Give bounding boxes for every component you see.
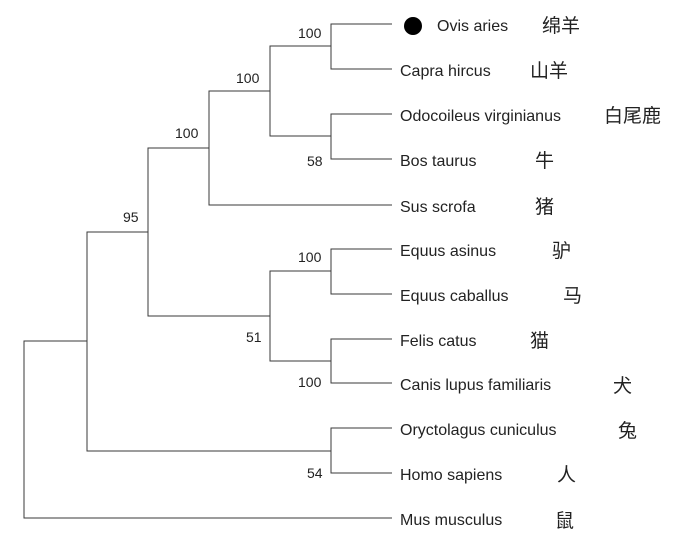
taxon-label-capra: Capra hircus — [400, 63, 491, 80]
taxon-label-caballus: Equus caballus — [400, 288, 509, 305]
taxon-chinese-ovis: 绵羊 — [542, 15, 580, 37]
branch-ruminant-inner — [269, 45, 331, 137]
taxon-chinese-sus: 猪 — [535, 196, 554, 218]
taxon-label-canis: Canis lupus familiaris — [400, 377, 551, 394]
branch-equus — [330, 248, 392, 295]
branch-ovis-capra — [330, 23, 392, 70]
taxon-label-ovis: Ovis aries — [437, 18, 508, 35]
taxon-chinese-asinus: 驴 — [552, 240, 571, 262]
taxon-label-mus: Mus musculus — [400, 512, 502, 529]
support-ovis-capra: 100 — [298, 25, 322, 41]
taxon-chinese-capra: 山羊 — [530, 60, 568, 82]
taxon-label-odocoileus: Odocoileus virginianus — [400, 108, 561, 125]
support-odocoileus-bos: 58 — [307, 153, 323, 169]
support-ruminant-sus: 100 — [175, 125, 199, 141]
branch-boreoeutheria — [86, 231, 331, 452]
branch-root — [23, 340, 392, 519]
support-values: 100 100 58 100 100 100 51 95 54 — [123, 25, 323, 481]
taxon-chinese-felis: 猫 — [530, 330, 549, 352]
highlight-marker-icon — [404, 17, 422, 35]
taxon-chinese-caballus: 马 — [563, 285, 582, 307]
taxon-chinese-mus: 鼠 — [555, 510, 574, 532]
taxon-chinese-labels: 绵羊 山羊 白尾鹿 牛 猪 驴 马 猫 犬 兔 人 鼠 — [530, 15, 661, 532]
taxon-chinese-oryctolagus: 兔 — [618, 420, 637, 442]
taxon-chinese-bos: 牛 — [535, 150, 554, 172]
support-felis-canis: 100 — [298, 374, 322, 390]
taxon-label-felis: Felis catus — [400, 333, 476, 350]
branch-oryctolagus-homo — [330, 427, 392, 474]
taxon-latin-labels: Ovis aries Capra hircus Odocoileus virgi… — [400, 18, 561, 529]
support-caprini-odocoileus-bos: 100 — [236, 70, 260, 86]
taxon-chinese-canis: 犬 — [613, 375, 632, 397]
branch-equus-carnivora — [269, 270, 331, 362]
taxon-label-bos: Bos taurus — [400, 153, 476, 170]
taxon-label-asinus: Equus asinus — [400, 243, 496, 260]
taxon-chinese-odocoileus: 白尾鹿 — [604, 105, 661, 127]
taxon-chinese-homo: 人 — [557, 464, 576, 486]
branch-odocoileus-bos — [330, 113, 392, 160]
tree-branches — [23, 23, 392, 519]
taxon-label-sus: Sus scrofa — [400, 199, 476, 216]
support-equus: 100 — [298, 249, 322, 265]
taxon-label-oryctolagus: Oryctolagus cuniculus — [400, 422, 557, 439]
support-oryctolagus-homo: 54 — [307, 465, 323, 481]
support-equus-carnivora: 51 — [246, 329, 262, 345]
taxon-label-homo: Homo sapiens — [400, 467, 502, 484]
branch-ruminant-sus — [208, 90, 392, 206]
support-laurasiatheria: 95 — [123, 209, 139, 225]
branch-felis-canis — [330, 338, 392, 384]
